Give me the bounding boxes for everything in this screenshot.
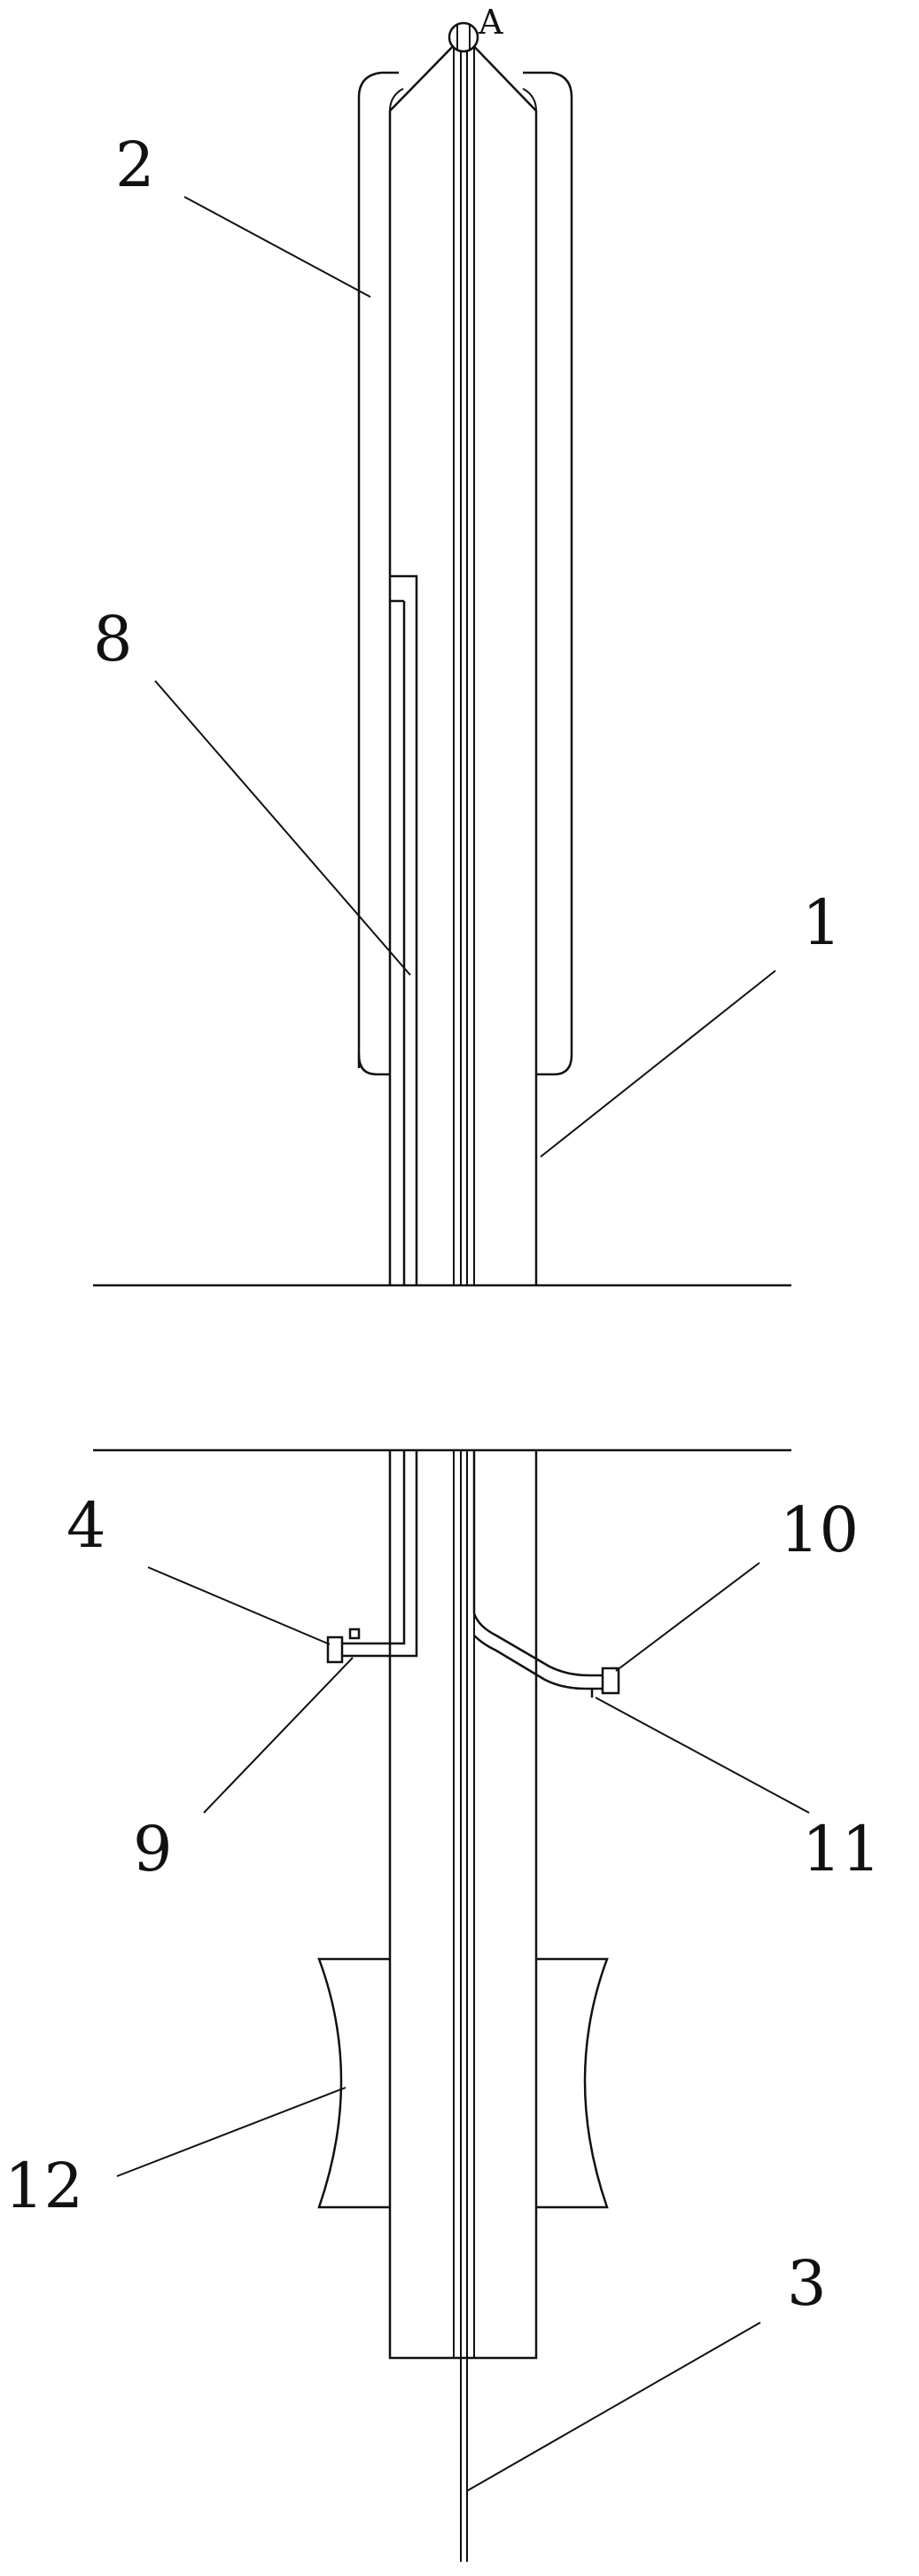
label-10: 10 [780, 1494, 859, 1566]
label-9: 9 [133, 1813, 173, 1885]
inner-body-outline [388, 34, 538, 1285]
leader-1 [540, 970, 776, 1158]
label-1: 1 [802, 886, 842, 959]
leader-2 [183, 196, 371, 298]
label-12: 12 [4, 2150, 83, 2222]
leader-12 [116, 2087, 347, 2177]
label-2: 2 [115, 129, 155, 201]
inner-body-offset-right [522, 88, 537, 112]
leader-11 [595, 1697, 810, 1814]
label-4: 4 [66, 1489, 106, 1562]
sheath-outer-right [523, 71, 573, 1076]
tube-8-lower-inner [359, 1450, 406, 1645]
leader-3 [466, 2322, 761, 2492]
lower-body-outline [388, 1450, 538, 2360]
sheath-step [390, 574, 418, 1285]
label-A: A [478, 3, 503, 42]
sheath-outer [357, 71, 399, 1068]
port-11-valve [601, 1667, 620, 1695]
balloon-right [536, 1957, 609, 2209]
tip-circle [448, 21, 479, 53]
inner-body-offset-left [389, 88, 404, 112]
label-8: 8 [93, 603, 133, 675]
label-3: 3 [787, 2247, 827, 2320]
sheath-bottom-left [357, 1054, 390, 1076]
leader-10 [615, 1562, 760, 1672]
balloon-left [317, 1957, 390, 2209]
leader-8 [154, 680, 411, 976]
leader-9 [203, 1657, 354, 1814]
tube-8-lower-outer [359, 1450, 418, 1658]
branch-11-lower [473, 1635, 603, 1690]
label-11: 11 [802, 1813, 881, 1885]
branch-11-upper [472, 1450, 603, 1677]
port-9-knob [348, 1628, 361, 1640]
port-9-valve [326, 1635, 344, 1664]
leader-4 [147, 1566, 331, 1645]
